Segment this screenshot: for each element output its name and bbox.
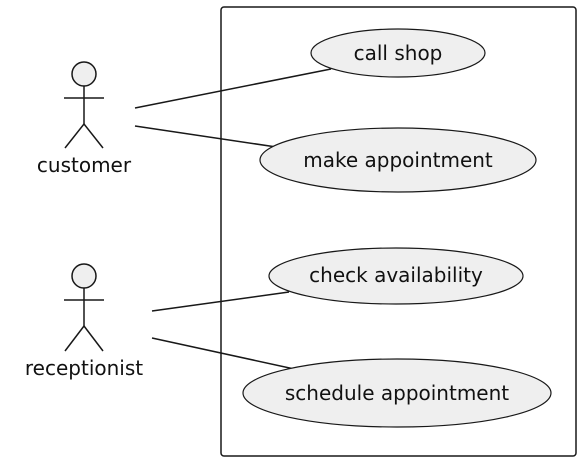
customer-stick-figure-icon	[64, 61, 104, 149]
usecase-call-shop[interactable]: call shop	[310, 28, 486, 78]
usecase-schedule-appointment-label: schedule appointment	[285, 381, 509, 405]
actor-receptionist[interactable]: receptionist	[25, 263, 143, 380]
receptionist-stick-figure-icon	[64, 263, 104, 352]
usecase-call-shop-ellipse	[310, 28, 486, 78]
usecase-make-appointment[interactable]: make appointment	[259, 127, 537, 193]
association-customer-call-shop	[134, 68, 332, 109]
usecase-check-availability-ellipse	[268, 247, 524, 305]
system-boundary	[220, 6, 577, 457]
usecase-call-shop-label: call shop	[354, 41, 443, 65]
usecase-make-appointment-ellipse	[259, 127, 537, 193]
usecase-schedule-appointment[interactable]: schedule appointment	[242, 358, 552, 428]
actor-receptionist-label: receptionist	[25, 356, 143, 380]
actor-customer-label: customer	[37, 153, 132, 177]
actor-customer[interactable]: customer	[37, 61, 132, 177]
usecase-check-availability[interactable]: check availability	[268, 247, 524, 305]
association-receptionist-check-availability	[151, 291, 290, 312]
association-customer-make-appointment	[134, 125, 284, 149]
usecase-make-appointment-label: make appointment	[303, 148, 493, 172]
association-receptionist-schedule-appointment	[151, 337, 309, 373]
usecase-check-availability-label: check availability	[309, 263, 483, 287]
usecase-schedule-appointment-ellipse	[242, 358, 552, 428]
